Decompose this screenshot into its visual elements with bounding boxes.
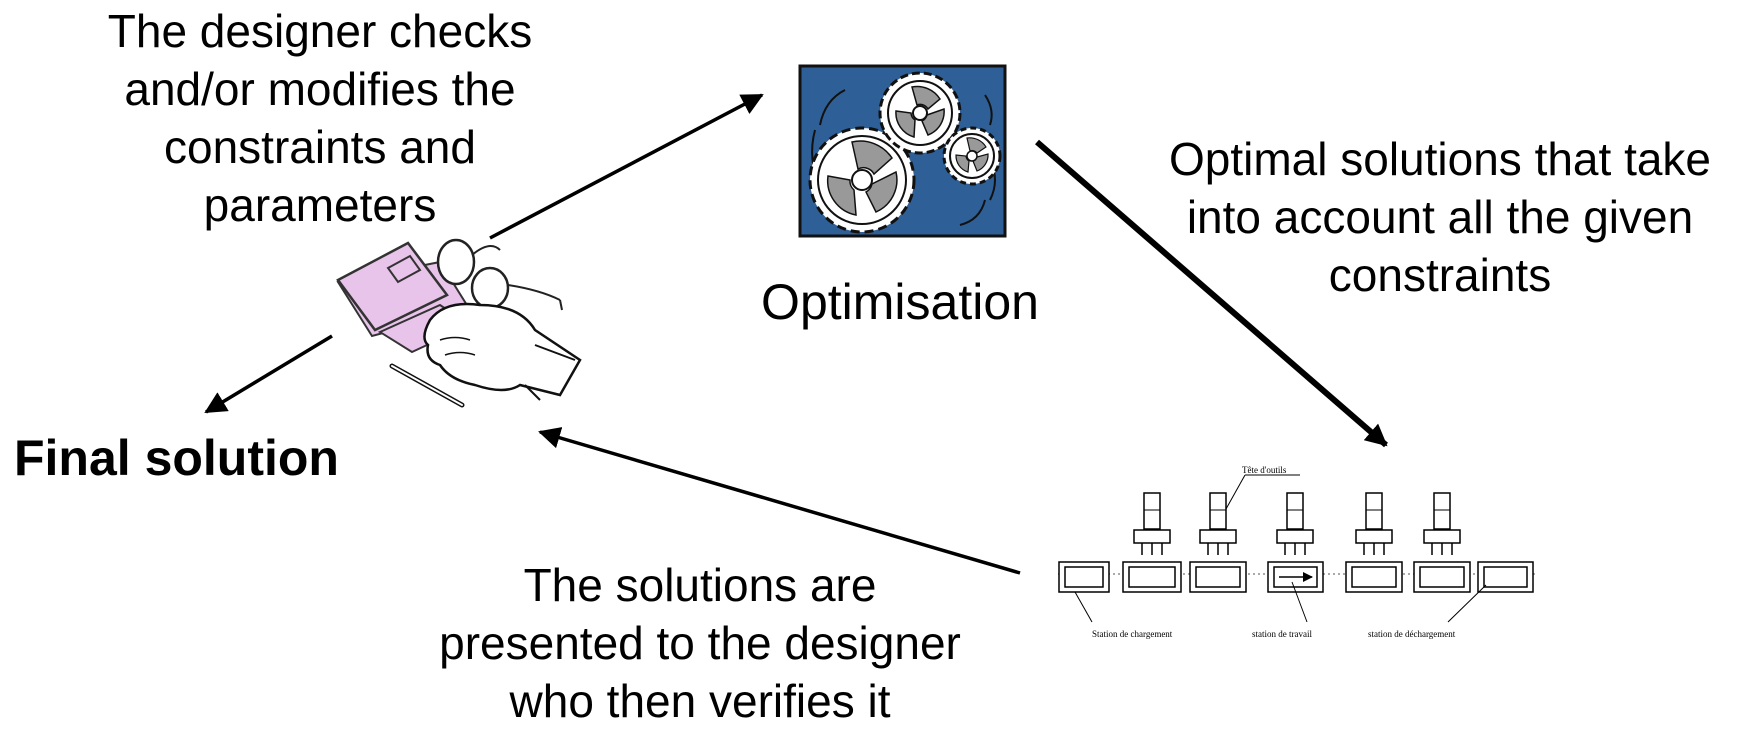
arrow-optimisation-to-solutions	[1035, 139, 1388, 448]
arrow-solutions-to-designer	[538, 427, 1021, 575]
unloading-station-label: station de déchargement	[1368, 629, 1456, 639]
label-line: into account all the given	[1186, 191, 1694, 243]
station-1	[1122, 561, 1182, 593]
label-line: presented to the designer	[439, 617, 961, 669]
tool-head	[1276, 492, 1314, 555]
station-4	[1345, 561, 1403, 593]
work-station-label: station de travail	[1252, 629, 1312, 639]
tool-head	[1355, 492, 1393, 555]
final-solution-label: Final solution	[14, 430, 339, 486]
solutions-presented-label: The solutions are presented to the desig…	[400, 556, 1000, 730]
tool-head	[1423, 492, 1461, 555]
loading-station	[1058, 561, 1110, 593]
arrow-designer-to-optimisation	[489, 93, 764, 240]
tool-head	[1199, 492, 1237, 555]
work-station	[1267, 561, 1324, 593]
designer-checks-label: The designer checks and/or modifies the …	[60, 2, 580, 234]
optimal-solutions-label: Optimal solutions that take into account…	[1140, 130, 1739, 304]
station-2	[1189, 561, 1247, 593]
gears-icon	[798, 64, 1007, 238]
label-line: constraints and	[164, 121, 476, 173]
station-5	[1413, 561, 1471, 593]
label-line: and/or modifies the	[124, 63, 516, 115]
label-line: parameters	[203, 179, 437, 231]
unloading-station	[1477, 561, 1534, 593]
label-line: Optimal solutions that take	[1168, 133, 1712, 185]
optimisation-label: Optimisation	[761, 274, 1039, 330]
tool-head-label: Tête d'outils	[1242, 465, 1287, 475]
production-line-diagram: Tête d'outils Station de chargement stat…	[1058, 465, 1535, 639]
label-line: who then verifies it	[509, 675, 891, 727]
tool-head	[1133, 492, 1171, 555]
label-line: The designer checks	[107, 5, 533, 57]
loading-station-label: Station de chargement	[1092, 629, 1173, 639]
arrow-designer-to-final	[204, 334, 333, 414]
designer-laptop-icon	[336, 238, 582, 408]
label-line: The solutions are	[523, 559, 877, 611]
label-line: constraints	[1328, 249, 1552, 301]
